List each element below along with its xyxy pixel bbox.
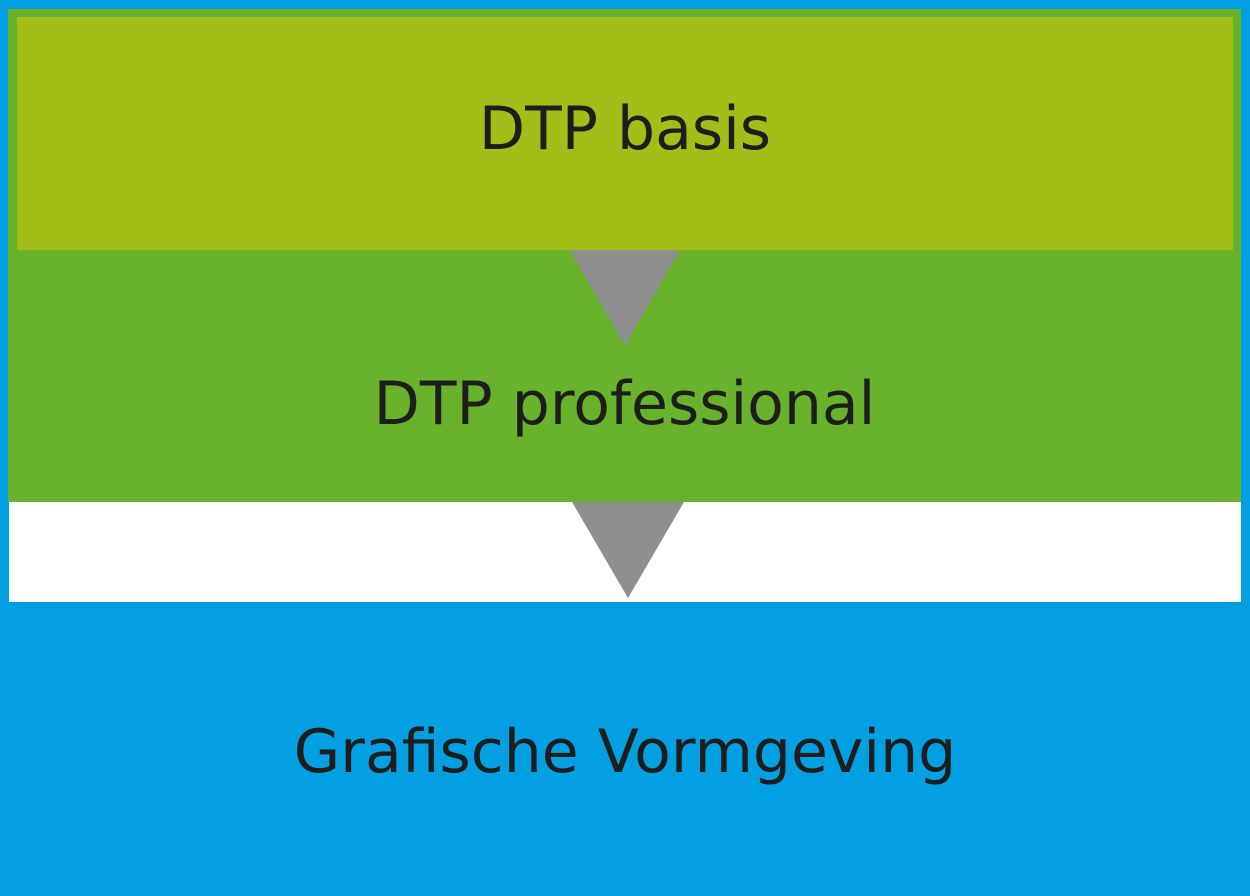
step-dtp-basis-label: DTP basis <box>478 93 772 164</box>
step-dtp-professional-label: DTP professional <box>373 368 876 439</box>
down-arrow-icon <box>572 502 684 598</box>
step-grafische-vormgeving: Grafische Vormgeving <box>0 602 1250 896</box>
step-dtp-basis: DTP basis <box>17 17 1233 250</box>
down-arrow-icon <box>570 250 680 346</box>
step-grafische-vormgeving-label: Grafische Vormgeving <box>293 717 957 787</box>
